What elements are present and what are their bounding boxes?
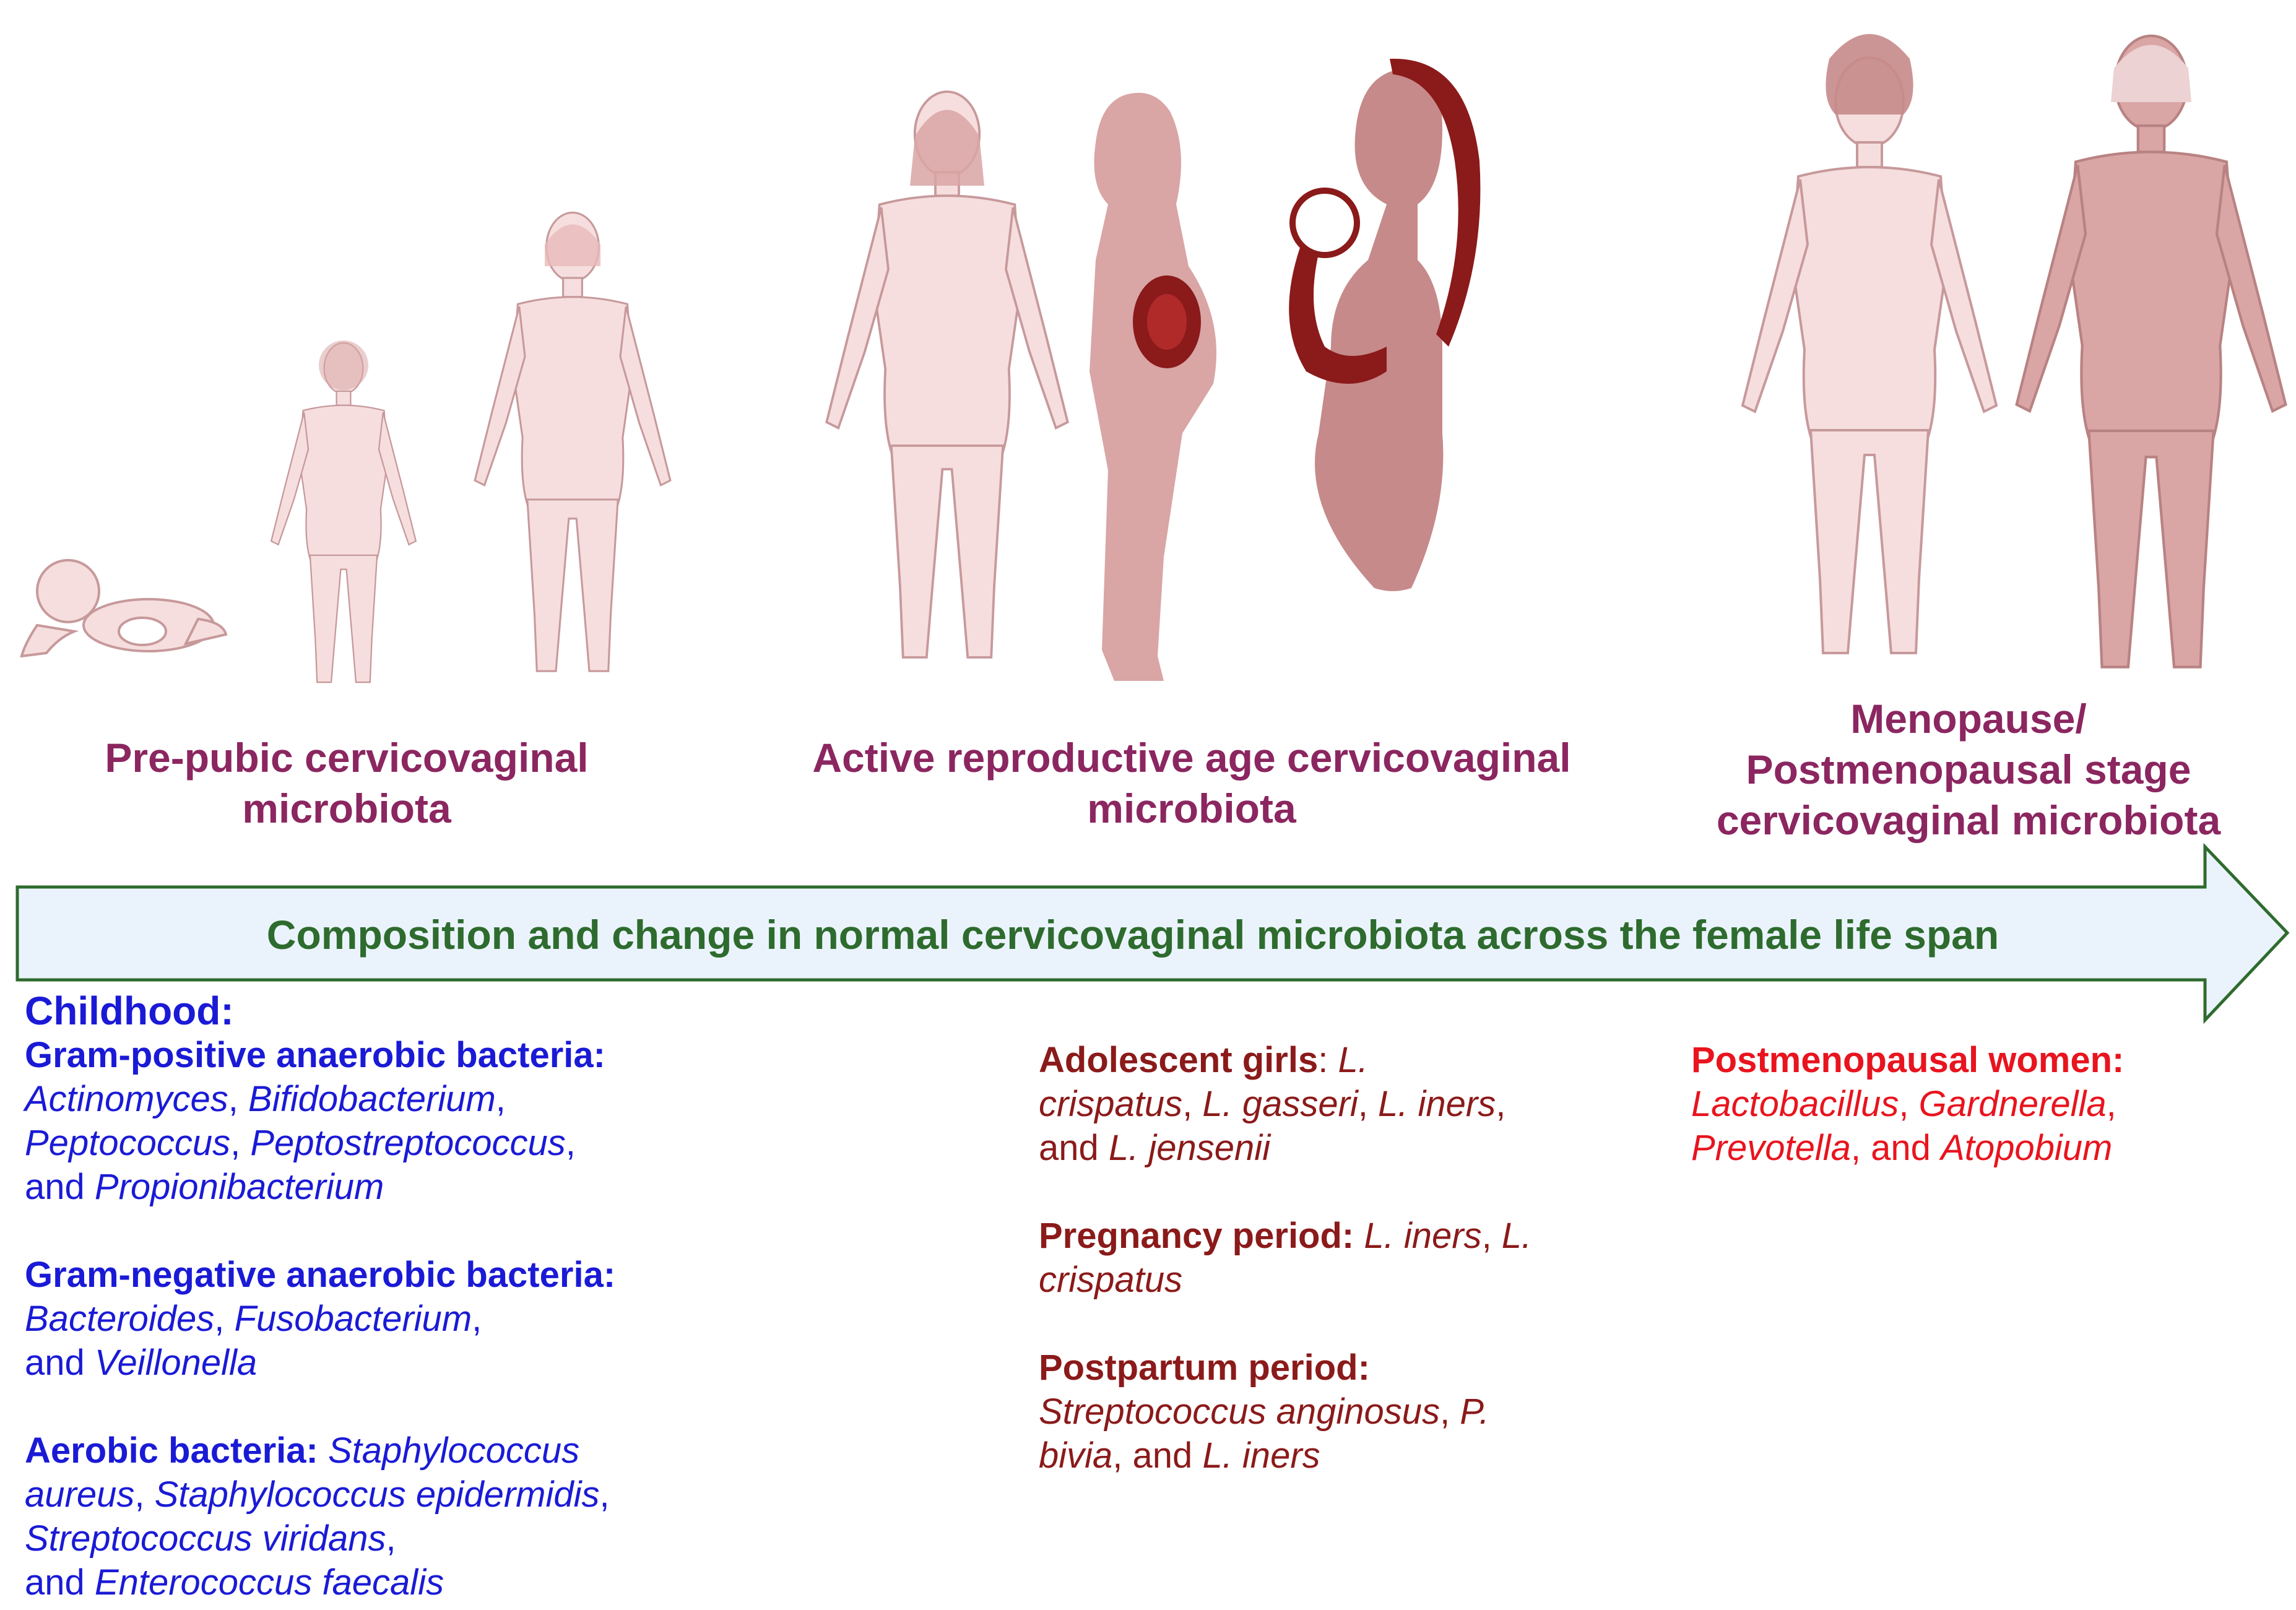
aerobic-heading: Aerobic bacteria: [25, 1430, 318, 1471]
taxon: Atopobium [1941, 1128, 2113, 1168]
taxon: L. iners [1378, 1084, 1496, 1124]
mother-with-baby-icon [1289, 58, 1481, 591]
conjunction: and [25, 1562, 85, 1603]
taxon: Staphylococcus [327, 1430, 580, 1471]
postmenopausal-line-1: Lactobacillus, Gardnerella, [1691, 1084, 2116, 1124]
gram-negative-line-1: Bacteroides, Fusobacterium, [25, 1299, 482, 1339]
reproductive-column: Adolescent girls: L. crispatus, L. gasse… [1039, 1038, 1596, 1478]
taxon: aureus [25, 1474, 135, 1515]
stage-heading-line: microbiota [1087, 786, 1296, 831]
taxon: L. iners [1364, 1216, 1482, 1256]
taxon: Bifidobacterium [248, 1079, 496, 1119]
taxon: Peptococcus [25, 1123, 231, 1163]
stage-heading-line: microbiota [242, 786, 451, 831]
postpartum-heading: Postpartum period: [1039, 1348, 1370, 1388]
childhood-column: Childhood: Gram-positive anaerobic bacte… [25, 989, 737, 1604]
taxon: bivia [1039, 1435, 1113, 1476]
postmenopausal-column: Postmenopausal women: Lactobacillus, Gar… [1691, 1038, 2248, 1170]
taxon: crispatus [1039, 1260, 1183, 1300]
infant-icon [20, 559, 228, 658]
taxon: Peptostreptococcus [250, 1123, 566, 1163]
stage-heading-prepubic: Pre-pubic cervicovaginal microbiota [50, 732, 644, 834]
taxon: Prevotella [1691, 1128, 1851, 1168]
postpartum-line-1: Streptococcus anginosus, P. [1039, 1391, 1489, 1432]
taxon: L. [1338, 1040, 1368, 1080]
adolescent-heading: Adolescent girls [1039, 1040, 1319, 1080]
conjunction: and [25, 1167, 85, 1207]
taxon: L. iners [1202, 1435, 1320, 1476]
adolescent-line-3: and L. jensenii [1039, 1126, 1596, 1170]
taxon: L. gasseri [1202, 1084, 1358, 1124]
taxon: P. [1460, 1391, 1489, 1432]
taxon: Enterococcus faecalis [94, 1562, 444, 1603]
adolescent-line-1: Adolescent girls: L. [1039, 1040, 1368, 1080]
postpartum-line-2: bivia, and L. iners [1039, 1435, 1320, 1476]
stage-heading-line: Active reproductive age cervicovaginal [812, 735, 1571, 781]
gram-positive-line-3: and Propionibacterium [25, 1165, 737, 1209]
gram-negative-heading: Gram-negative anaerobic bacteria: [25, 1255, 616, 1295]
taxon: crispatus [1039, 1084, 1183, 1124]
stage-heading-line: Menopause/ [1850, 696, 2087, 742]
timeline-label: Composition and change in normal cervico… [266, 912, 1999, 958]
taxon: Veillonella [94, 1343, 258, 1383]
conjunction: and [1132, 1435, 1193, 1476]
taxon: Lactobacillus [1691, 1084, 1899, 1124]
taxon: L. [1501, 1216, 1532, 1256]
taxon: Streptococcus viridans [25, 1518, 386, 1559]
gram-negative-line-2: and Veillonella [25, 1341, 737, 1385]
aerobic-line-3: Streptococcus viridans, [25, 1518, 396, 1559]
timeline-arrow [15, 842, 2290, 1024]
pregnancy-heading: Pregnancy period: [1039, 1216, 1354, 1256]
taxon: Gardnerella [1918, 1084, 2107, 1124]
taxon: Staphylococcus epidermidis [154, 1474, 600, 1515]
aerobic-line-2: aureus, Staphylococcus epidermidis, [25, 1474, 610, 1515]
stage-heading-line: cervicovaginal microbiota [1716, 797, 2221, 843]
stage-heading-postmenopausal: Menopause/ Postmenopausal stage cervicov… [1671, 693, 2266, 846]
aerobic-line-4: and Enterococcus faecalis [25, 1560, 737, 1604]
postmenopausal-line-2: Prevotella, and Atopobium [1691, 1128, 2113, 1168]
gram-positive-heading: Gram-positive anaerobic bacteria: [25, 1035, 605, 1075]
taxon: Propionibacterium [94, 1167, 384, 1207]
pregnancy-line-2: crispatus [1039, 1258, 1596, 1302]
life-stage-figures [20, 34, 2296, 683]
conjunction: and [1039, 1128, 1099, 1168]
postmenopausal-heading: Postmenopausal women: [1691, 1040, 2125, 1080]
aerobic-line-1: Aerobic bacteria: Staphylococcus [25, 1429, 737, 1473]
taxon: Fusobacterium [234, 1299, 472, 1339]
gram-positive-line-1: Actinomyces, Bifidobacterium, [25, 1079, 506, 1119]
conjunction: and [25, 1343, 85, 1383]
taxon: Bacteroides [25, 1299, 215, 1339]
taxon: Streptococcus anginosus [1039, 1391, 1440, 1432]
adolescent-line-2: crispatus, L. gasseri, L. iners, [1039, 1084, 1506, 1124]
stage-heading-line: Pre-pubic cervicovaginal [105, 735, 589, 781]
stage-heading-line: Postmenopausal stage [1746, 747, 2191, 792]
childhood-heading: Childhood: [25, 989, 234, 1033]
pregnancy-line-1: Pregnancy period: L. iners, L. [1039, 1216, 1532, 1256]
taxon: L. jensenii [1108, 1128, 1271, 1168]
pregnant-woman-icon [1090, 93, 1216, 681]
stage-heading-reproductive: Active reproductive age cervicovaginal m… [774, 732, 1609, 834]
gram-positive-line-2: Peptococcus, Peptostreptococcus, [25, 1123, 576, 1163]
taxon: Actinomyces [25, 1079, 228, 1119]
conjunction: and [1871, 1128, 1931, 1168]
